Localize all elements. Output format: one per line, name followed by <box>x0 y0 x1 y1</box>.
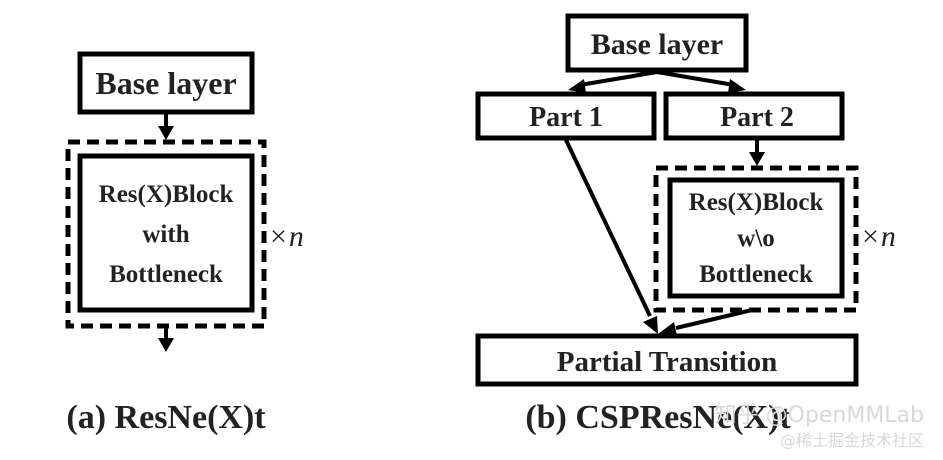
part2-box <box>663 91 845 141</box>
watermark-line-2: @稀土掘金技术社区 <box>780 431 924 450</box>
right-arrow-part2-to-block-head <box>749 152 765 166</box>
right-base-layer-label: Base layer <box>591 28 723 61</box>
right-arrow-block-to-transition-head <box>658 322 677 336</box>
cspresnext-diagram: Base layer Part 1 Part 2 Res(X)Block w\o… <box>475 13 896 436</box>
left-resblock-line-3: Bottleneck <box>109 261 223 288</box>
left-arrow-base-to-block-head <box>158 126 174 140</box>
right-arrow-to-part1-head <box>568 79 586 93</box>
right-resblock-line-1: Res(X)Block <box>689 189 824 216</box>
right-arrow-part1-to-transition <box>564 139 652 317</box>
part1-box <box>475 91 657 141</box>
right-arrow-to-part2 <box>656 70 735 87</box>
right-caption: (b) CSPResNe(X)t <box>525 399 791 436</box>
right-arrow-to-part1 <box>579 70 658 87</box>
right-repeat-label: ×n <box>862 220 896 253</box>
right-base-layer-box <box>565 13 749 73</box>
left-resblock-line-2: with <box>142 221 189 248</box>
right-resblock-box <box>667 177 845 299</box>
part2-label: Part 2 <box>720 102 794 133</box>
resnext-diagram: Base layer Res(X)Block with Bottleneck ×… <box>65 51 304 436</box>
right-arrow-part1-to-transition-head <box>643 316 658 334</box>
left-repeat-label: ×n <box>270 220 304 253</box>
left-arrow-output-head <box>158 338 174 352</box>
right-arrow-to-part2-head <box>728 79 746 93</box>
right-repeat-group <box>653 165 859 313</box>
right-resblock-line-3: Bottleneck <box>699 261 813 288</box>
left-resblock-line-1: Res(X)Block <box>99 181 234 208</box>
partial-transition-box <box>475 333 859 387</box>
partial-transition-label: Partial Transition <box>557 346 777 378</box>
left-caption: (a) ResNe(X)t <box>66 399 266 436</box>
right-arrow-block-to-transition <box>675 308 753 330</box>
left-resblock-box <box>77 153 255 313</box>
left-base-layer-label: Base layer <box>95 65 236 101</box>
right-resblock-line-2: w\o <box>737 225 775 252</box>
watermark-line-1: 知乎 @OpenMMLab <box>715 403 924 428</box>
part1-label: Part 1 <box>529 102 603 133</box>
